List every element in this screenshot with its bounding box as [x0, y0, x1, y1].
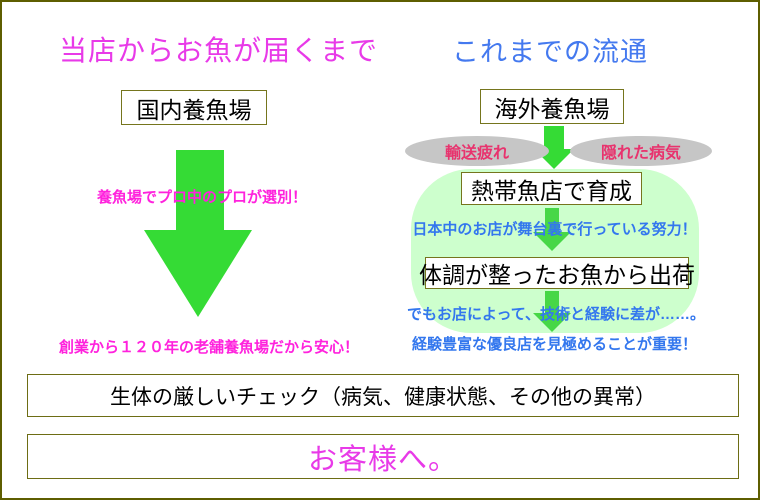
hidden-disease-label: 隠れた病気 [600, 145, 681, 162]
to-customer-box: お客様へ。 [27, 434, 739, 479]
to-customer-label: お客様へ。 [307, 441, 458, 476]
transport-fatigue-label: 輸送疲れ [444, 145, 509, 162]
down-arrow-icon [533, 291, 571, 332]
raise-at-shop-box: 熱帯魚店で育成 [461, 172, 642, 205]
left-flow-title: 当店からお魚が届くまで [59, 34, 379, 67]
transport-fatigue-ellipse: 輸送疲れ [405, 136, 549, 166]
health-check-label: 生体の厳しいチェック（病気、健康状態、その他の異常） [110, 385, 656, 409]
health-check-box: 生体の厳しいチェック（病気、健康状態、その他の異常） [27, 374, 739, 417]
domestic-farm-box: 国内養魚場 [121, 90, 267, 125]
hidden-disease-ellipse: 隠れた病気 [570, 136, 712, 166]
down-arrow-icon [533, 208, 571, 251]
raise-at-shop-label: 熱帯魚店で育成 [471, 177, 632, 204]
difference-note: でもお店によって、技術と経験に差が……。 [407, 306, 706, 323]
effort-note: 日本中のお店が舞台裏で行っている努力！ [412, 221, 697, 238]
assurance-note: 創業から１２０年の老舗養魚場だから安心！ [59, 339, 360, 356]
right-flow-title: これまでの流通 [452, 37, 648, 68]
overseas-farm-label: 海外養魚場 [494, 95, 610, 122]
big-down-arrow-icon [144, 150, 252, 317]
ship-healthy-fish-box: 体調が整ったお魚から出荷 [419, 257, 695, 289]
overseas-farm-box: 海外養魚場 [480, 89, 624, 124]
important-note: 経験豊富な優良店を見極めることが重要！ [411, 336, 697, 353]
pro-selection-note: 養魚場でプロ中のプロが選別！ [97, 189, 308, 206]
domestic-farm-label: 国内養魚場 [136, 96, 252, 123]
ship-healthy-fish-label: 体調が整ったお魚から出荷 [419, 262, 695, 288]
